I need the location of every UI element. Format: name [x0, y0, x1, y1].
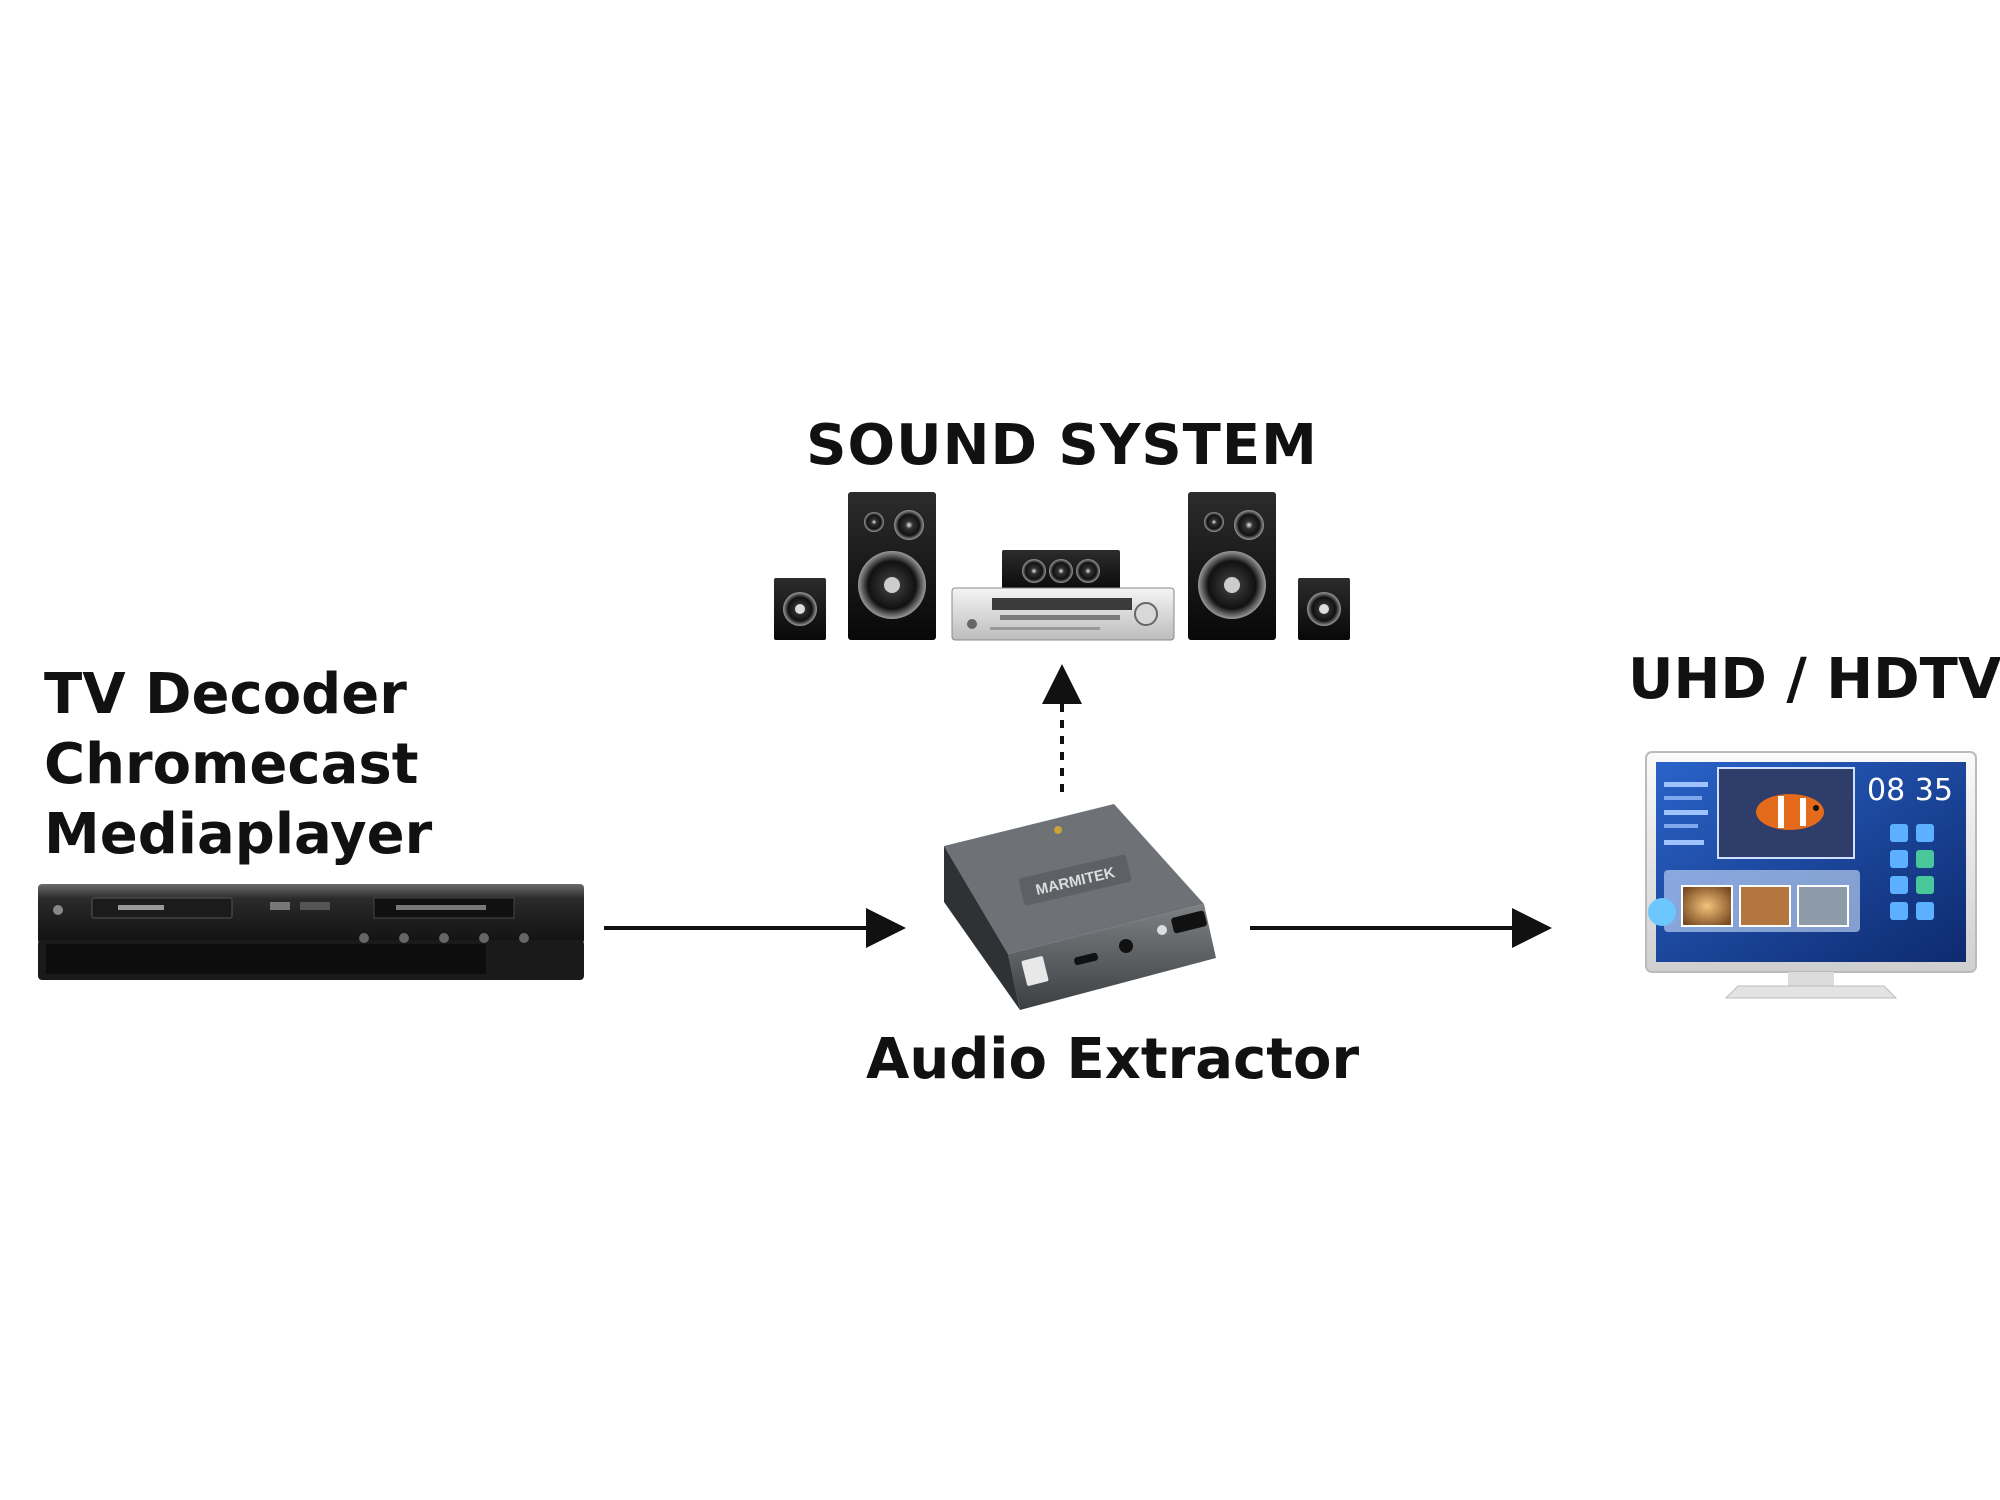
- sound-system-image: [774, 492, 1350, 641]
- small-speaker-left: [774, 578, 826, 640]
- center-speaker: [1002, 550, 1120, 592]
- extractor-label: Audio Extractor: [866, 1027, 1360, 1092]
- tower-speaker-right: [1188, 492, 1276, 640]
- source-devices-label: TV Decoder Chromecast Mediaplayer: [44, 660, 432, 870]
- sound-system-label: SOUND SYSTEM: [806, 413, 1318, 478]
- media-player-image: [38, 884, 584, 980]
- display-label: UHD / HDTV: [1628, 647, 2000, 712]
- audio-extractor-image: MARMITEK: [944, 804, 1216, 1010]
- tv-image: 08 35: [1645, 751, 1977, 999]
- source-label-tv-decoder: TV Decoder: [44, 662, 407, 727]
- source-label-mediaplayer: Mediaplayer: [44, 802, 433, 867]
- small-speaker-right: [1298, 578, 1350, 640]
- tower-speaker-left: [848, 492, 936, 640]
- tv-clock-text: 08 35: [1867, 773, 1953, 808]
- av-receiver: [951, 587, 1175, 641]
- source-label-chromecast: Chromecast: [44, 732, 419, 797]
